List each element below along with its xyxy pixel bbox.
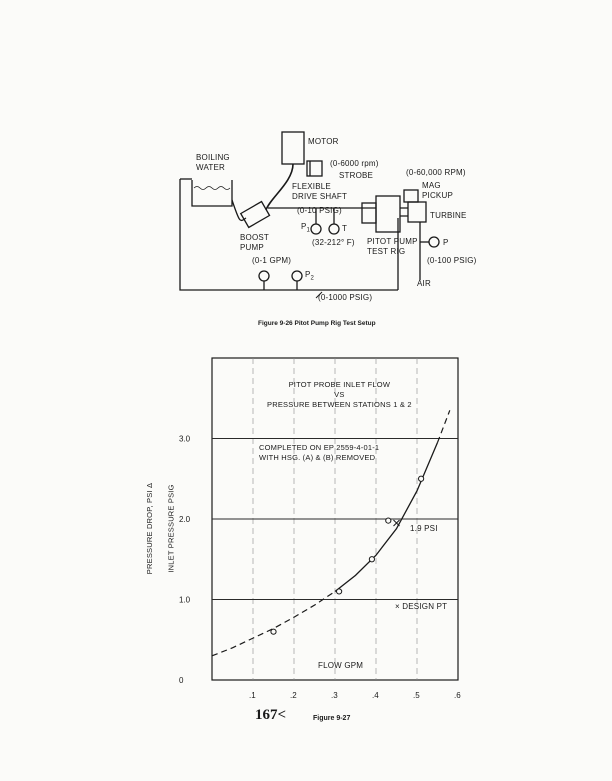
y-axis-label-outer: PRESSURE DROP, PSI Δ — [145, 482, 155, 575]
y-tick-label: 3.0 — [179, 435, 191, 444]
p2-gauge — [291, 270, 303, 282]
x-tick-label: .4 — [372, 691, 379, 700]
page-number: 167< — [255, 707, 287, 723]
y-tick-label: 2.0 — [179, 515, 191, 524]
label-p1: P1 — [301, 222, 311, 234]
x-tick-label: .6 — [454, 691, 461, 700]
annotation-1-9-psi: 1.9 PSI — [410, 524, 438, 533]
label-boost-pump: BOOST PUMP — [240, 233, 270, 252]
flow-pressure-chart: .1 .2 .3 .4 .5 .6 0 1.0 2.0 3.0 — [179, 357, 461, 700]
label-p-range-1: (0-10 PSIG) — [297, 206, 342, 215]
flexible-shaft-line — [265, 163, 294, 211]
strobe-symbol — [306, 160, 323, 177]
rig-schematic — [179, 131, 440, 299]
label-flow-range: (0-1 GPM) — [252, 256, 292, 265]
label-strobe: STROBE — [339, 171, 374, 180]
label-motor: MOTOR — [308, 137, 339, 146]
x-tick-label: .5 — [413, 691, 420, 700]
test-point — [270, 628, 277, 635]
label-p-range-2: (0-100 PSIG) — [427, 256, 477, 265]
figure-927-caption: Figure 9-27 — [313, 715, 351, 722]
label-p1-sub: 1 — [306, 227, 311, 234]
x-axis-label: FLOW GPM — [318, 661, 364, 670]
x-tick-label: .2 — [290, 691, 297, 700]
label-p: P — [443, 238, 449, 247]
label-air: AIR — [417, 279, 431, 288]
p1-gauge — [310, 223, 322, 235]
mag-pickup-box — [403, 189, 419, 203]
label-p2-range: (0-1000 PSIG) — [318, 293, 373, 302]
y-tick-label: 0 — [179, 676, 184, 685]
annotation-design-pt: × DESIGN PT — [395, 602, 448, 611]
y-tick-label: 1.0 — [179, 596, 191, 605]
label-mag-pickup: MAG PICKUP — [422, 181, 453, 200]
turbine-box — [407, 201, 427, 223]
label-t: T — [342, 224, 348, 233]
test-point — [385, 517, 392, 524]
x-tick-label: .1 — [249, 691, 256, 700]
pitot-rig-box — [375, 195, 401, 233]
figure-926-caption: Figure 9-26 Pitot Pump Rig Test Setup — [258, 320, 376, 327]
curve-low-extrapolation — [211, 590, 336, 657]
chart-note: COMPLETED ON EP 2559-4-01-1 WITH HSG. (A… — [259, 443, 380, 462]
label-pitot-pump-test-rig: PITOT PUMP TEST RIG — [367, 237, 418, 256]
label-turbine: TURBINE — [430, 211, 467, 220]
turbine-p-gauge — [428, 236, 440, 248]
test-point — [418, 475, 425, 482]
design-point-marker — [393, 519, 400, 527]
boiling-water-tank — [191, 180, 233, 207]
test-point — [368, 556, 375, 563]
label-strobe-range: (0-6000 rpm) — [330, 159, 379, 168]
label-boiling-water: BOILING WATER — [196, 153, 230, 172]
label-p2-sub: 2 — [310, 275, 315, 282]
boost-pump-symbol — [239, 200, 271, 229]
chart-title: PITOT PROBE INLET FLOW VS PRESSURE BETWE… — [267, 380, 412, 409]
label-p2: P2 — [305, 270, 315, 282]
y-axis-label-inner: INLET PRESSURE PSIG — [166, 484, 176, 573]
motor-box — [281, 131, 305, 165]
label-temp-range: (32-212° F) — [312, 238, 355, 247]
curve-fit — [334, 442, 439, 592]
x-tick-label: .3 — [331, 691, 338, 700]
flow-gauge — [258, 270, 270, 282]
label-rpm-range: (0-60,000 RPM) — [406, 168, 466, 177]
curve-high-extrapolation — [436, 410, 451, 443]
t-gauge — [328, 223, 340, 235]
test-point — [336, 588, 343, 595]
label-flexible-drive-shaft: FLEXIBLE DRIVE SHAFT — [292, 182, 348, 201]
